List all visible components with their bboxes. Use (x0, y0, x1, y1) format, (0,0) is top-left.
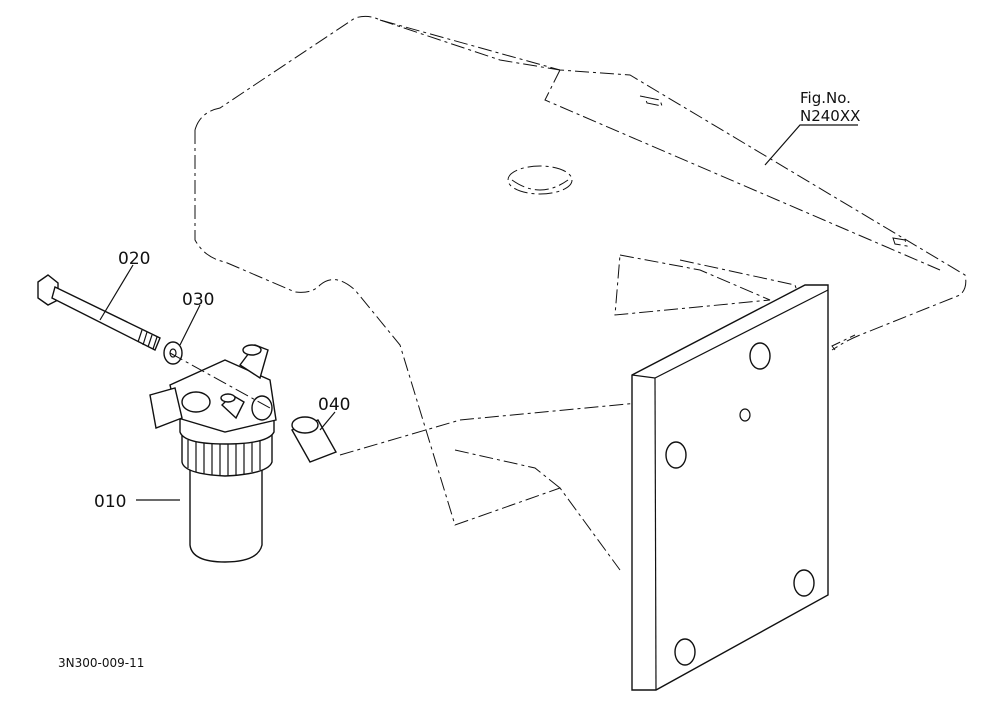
fig-ref-line1: Fig.No. (800, 89, 851, 107)
bracket-hole-2 (665, 441, 687, 469)
callout-030: 030 (182, 290, 214, 310)
callout-020: 020 (118, 249, 150, 269)
bolt-020 (37, 274, 161, 351)
callout-010: 010 (94, 492, 126, 512)
mounting-bracket (631, 284, 829, 691)
bracket-hole-1 (749, 342, 771, 370)
leader-fig-ref (764, 124, 858, 166)
bracket-hole-4 (674, 638, 696, 666)
bracket-hole-3 (793, 569, 815, 597)
callout-040: 040 (318, 395, 350, 415)
fuel-filter-010 (149, 344, 277, 563)
collar-040 (290, 416, 461, 463)
leader-030 (179, 304, 201, 346)
leader-040 (319, 411, 336, 431)
fig-ref-line2: N240XX (800, 107, 860, 125)
washer-030 (163, 341, 183, 365)
leader-020 (99, 264, 134, 321)
drawing-code: 3N300-009-11 (58, 656, 144, 670)
